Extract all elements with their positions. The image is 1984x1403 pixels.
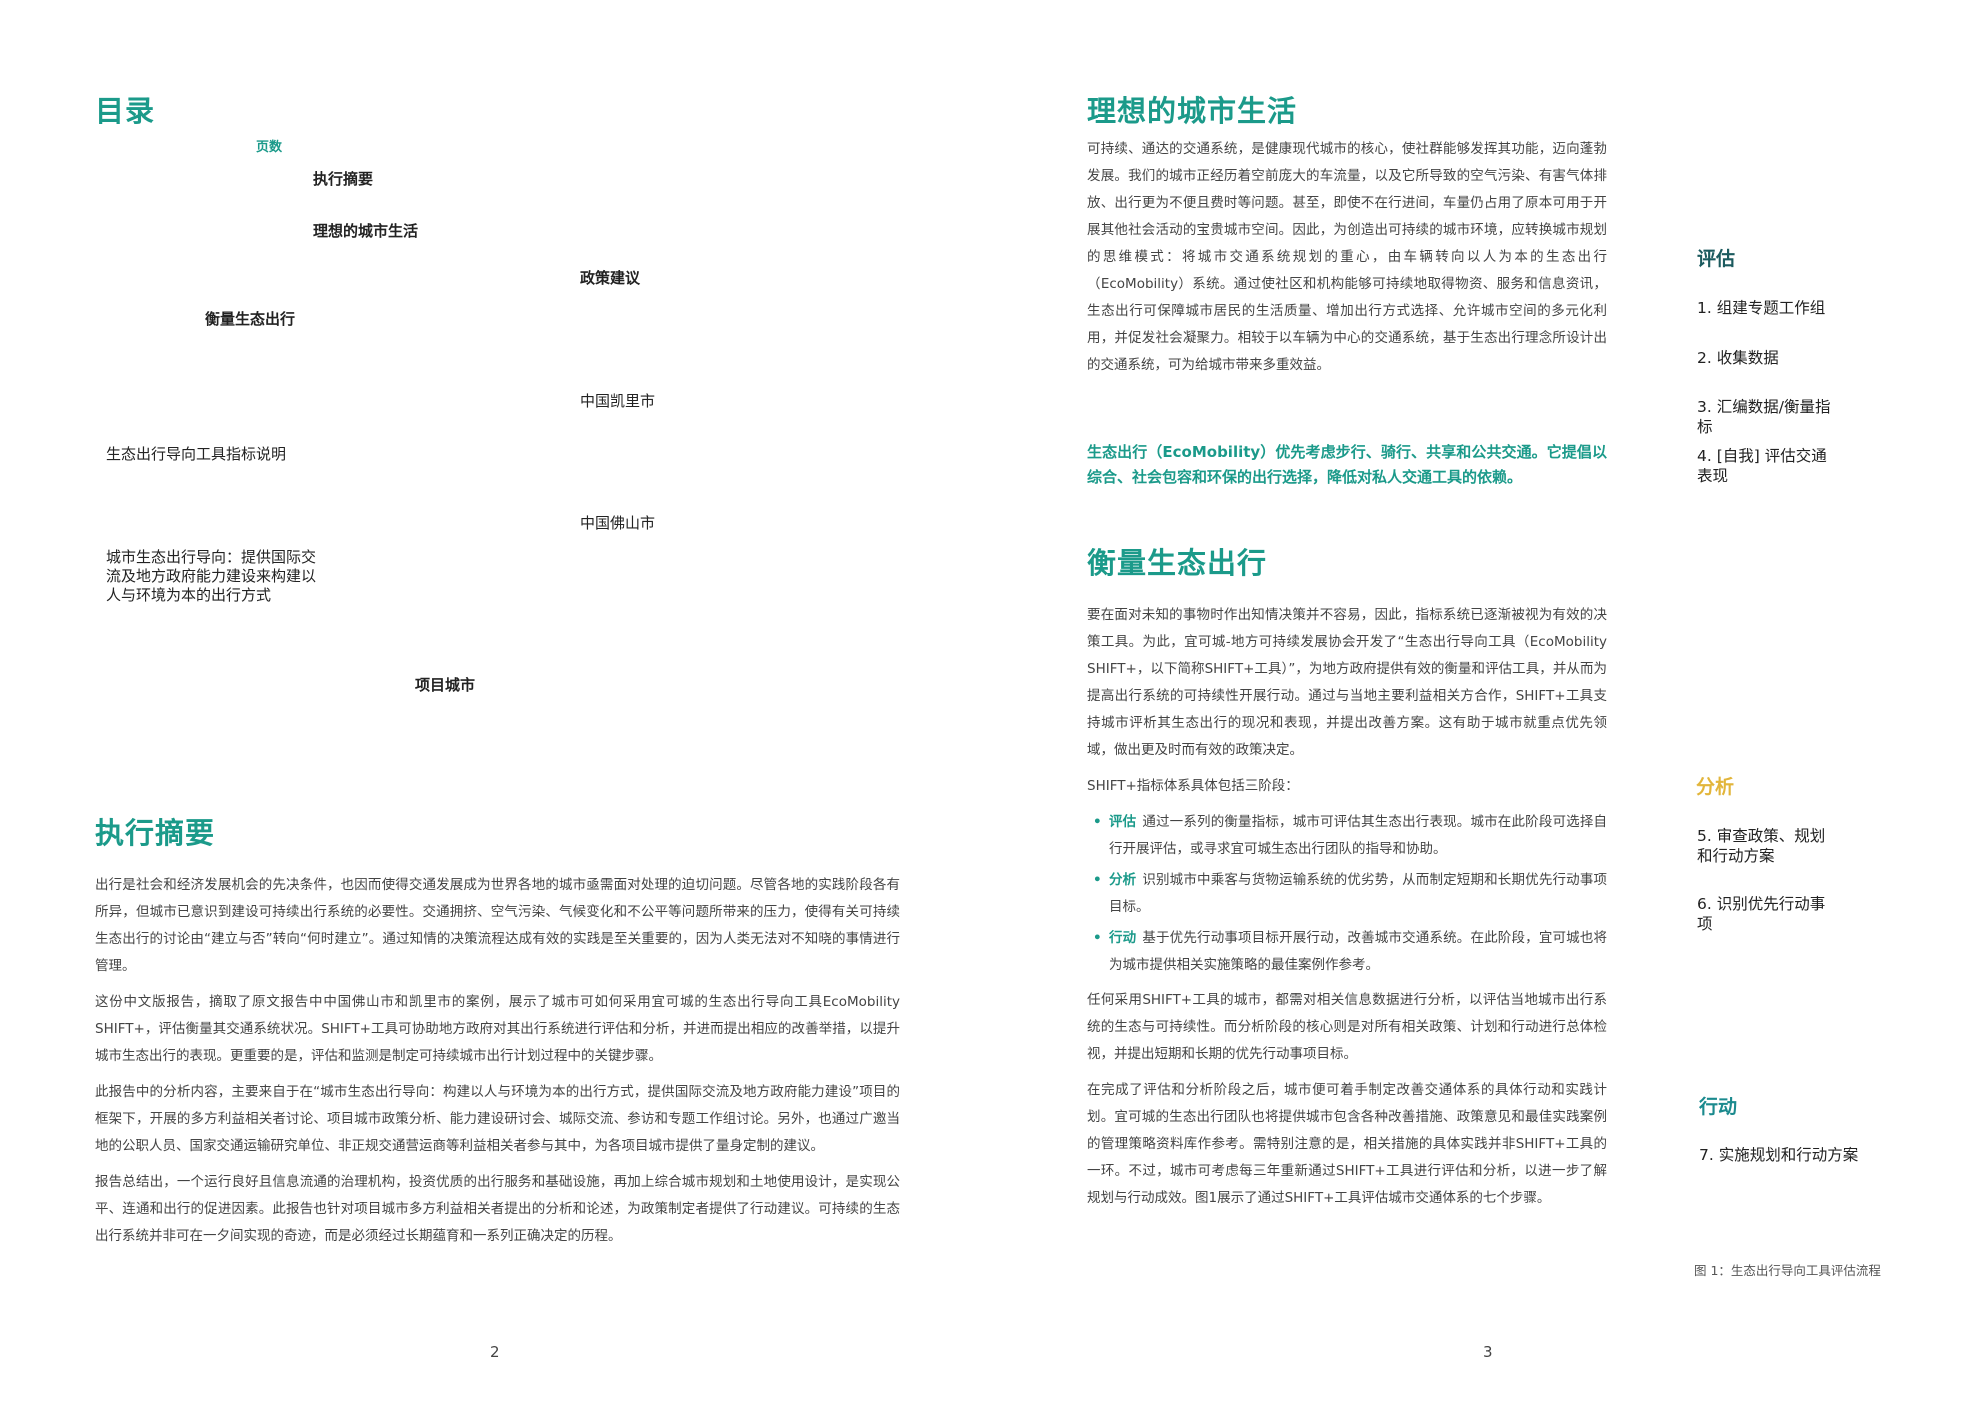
page-number: 2 <box>490 1343 500 1361</box>
toc-item-label[interactable]: 衡量生态出行 <box>205 310 296 328</box>
page-number: 3 <box>1483 1343 1493 1361</box>
phase-term: 评估 <box>1109 814 1137 830</box>
stage-title-act: 行动 <box>1699 1096 1738 1118</box>
stage-title-analyze: 分析 <box>1696 776 1735 798</box>
process-step: 7. 实施规划和行动方案 <box>1699 1146 1859 1164</box>
paragraph: 可持续、通达的交通系统，是健康现代城市的核心，使社群能够发挥其功能，迈向蓬勃发展… <box>1087 141 1607 373</box>
section-title-measure: 衡量生态出行 <box>1087 546 1268 580</box>
toc-pages-label: 页数 <box>256 140 283 155</box>
page-left: 目录 页数 执行摘要 理想的城市生活 衡量生态出行 生态出行导向工具指标说明 城… <box>95 94 900 1361</box>
phase-term: 行动 <box>1109 930 1137 946</box>
process-step: 2. 收集数据 <box>1697 349 1779 367</box>
figure-caption: 图 1：生态出行导向工具评估流程 <box>1694 1263 1881 1278</box>
toc-item-label[interactable]: 理想的城市生活 <box>313 222 419 240</box>
ideal-life-body: 可持续、通达的交通系统，是健康现代城市的核心，使社群能够发挥其功能，迈向蓬勃发展… <box>1087 136 1607 388</box>
paragraph: 此报告中的分析内容，主要来自于在“城市生态出行导向：构建以人与环境为本的出行方式… <box>95 1084 900 1154</box>
section-title-exec-summary: 执行摘要 <box>95 816 216 850</box>
paragraph: 报告总结出，一个运行良好且信息流通的治理机构，投资优质的出行服务和基础设施，再加… <box>95 1174 900 1244</box>
process-step: 1. 组建专题工作组 <box>1697 299 1826 317</box>
process-step: 3. 汇编数据/衡量指标 <box>1697 398 1831 436</box>
toc-item-label[interactable]: 执行摘要 <box>313 170 374 188</box>
paragraph: 要在面对未知的事物时作出知情决策并不容易，因此，指标系统已逐渐被视为有效的决策工… <box>1087 607 1607 758</box>
toc-title: 目录 <box>95 94 156 128</box>
paragraph: 这份中文版报告，摘取了原文报告中中国佛山市和凯里市的案例，展示了城市可如何采用宜… <box>95 994 900 1064</box>
process-step: 4. [自我] 评估交通表现 <box>1697 447 1827 485</box>
phase-item: 行动基于优先行动事项目标开展行动，改善城市交通系统。在此阶段，宜可城也将为城市提… <box>1087 925 1607 979</box>
toc-item-label[interactable]: 政策建议 <box>580 269 641 287</box>
measure-body: 要在面对未知的事物时作出知情决策并不容易，因此，指标系统已逐渐被视为有效的决策工… <box>1087 602 1607 1221</box>
phase-text: 通过一系列的衡量指标，城市可评估其生态出行表现。城市在此阶段可选择自行开展评估，… <box>1109 814 1607 857</box>
exec-summary-body: 出行是社会和经济发展机会的先决条件，也因而使得交通发展成为世界各地的城市亟需面对… <box>95 872 900 1259</box>
paragraph: 在完成了评估和分析阶段之后，城市便可着手制定改善交通体系的具体行动和实践计划。宜… <box>1087 1082 1607 1206</box>
section-title-ideal-life: 理想的城市生活 <box>1087 94 1298 128</box>
toc-item-label[interactable]: 中国佛山市 <box>580 514 656 532</box>
toc-item-label[interactable]: 中国凯里市 <box>580 392 656 410</box>
phase-list: 评估通过一系列的衡量指标，城市可评估其生态出行表现。城市在此阶段可选择自行开展评… <box>1087 809 1607 979</box>
toc-item-label[interactable]: 城市生态出行导向：提供国际交流及地方政府能力建设来构建以人与环境为本的出行方式 <box>106 548 317 604</box>
ecomobility-lead: 生态出行（EcoMobility）优先考虑步行、骑行、共享和公共交通。它提倡以综… <box>1087 443 1607 486</box>
phase-term: 分析 <box>1109 872 1137 888</box>
process-step: 5. 审查政策、规划和行动方案 <box>1697 827 1826 865</box>
toc-item-label[interactable]: 项目城市 <box>415 676 476 694</box>
toc-item-label[interactable]: 生态出行导向工具指标说明 <box>106 445 287 463</box>
paragraph: 任何采用SHIFT+工具的城市，都需对相关信息数据进行分析，以评估当地城市出行系… <box>1087 992 1607 1062</box>
process-step: 6. 识别优先行动事项 <box>1697 895 1826 933</box>
page-right: 理想的城市生活 可持续、通达的交通系统，是健康现代城市的核心，使社群能够发挥其功… <box>992 0 1984 1403</box>
paragraph: 出行是社会和经济发展机会的先决条件，也因而使得交通发展成为世界各地的城市亟需面对… <box>95 877 900 974</box>
phase-text: 基于优先行动事项目标开展行动，改善城市交通系统。在此阶段，宜可城也将为城市提供相… <box>1109 930 1607 973</box>
phase-item: 评估通过一系列的衡量指标，城市可评估其生态出行表现。城市在此阶段可选择自行开展评… <box>1087 809 1607 863</box>
paragraph: SHIFT+指标体系具体包括三阶段： <box>1087 778 1299 794</box>
phase-text: 识别城市中乘客与货物运输系统的优劣势，从而制定短期和长期优先行动事项目标。 <box>1109 872 1607 915</box>
stage-title-assess: 评估 <box>1697 248 1736 270</box>
